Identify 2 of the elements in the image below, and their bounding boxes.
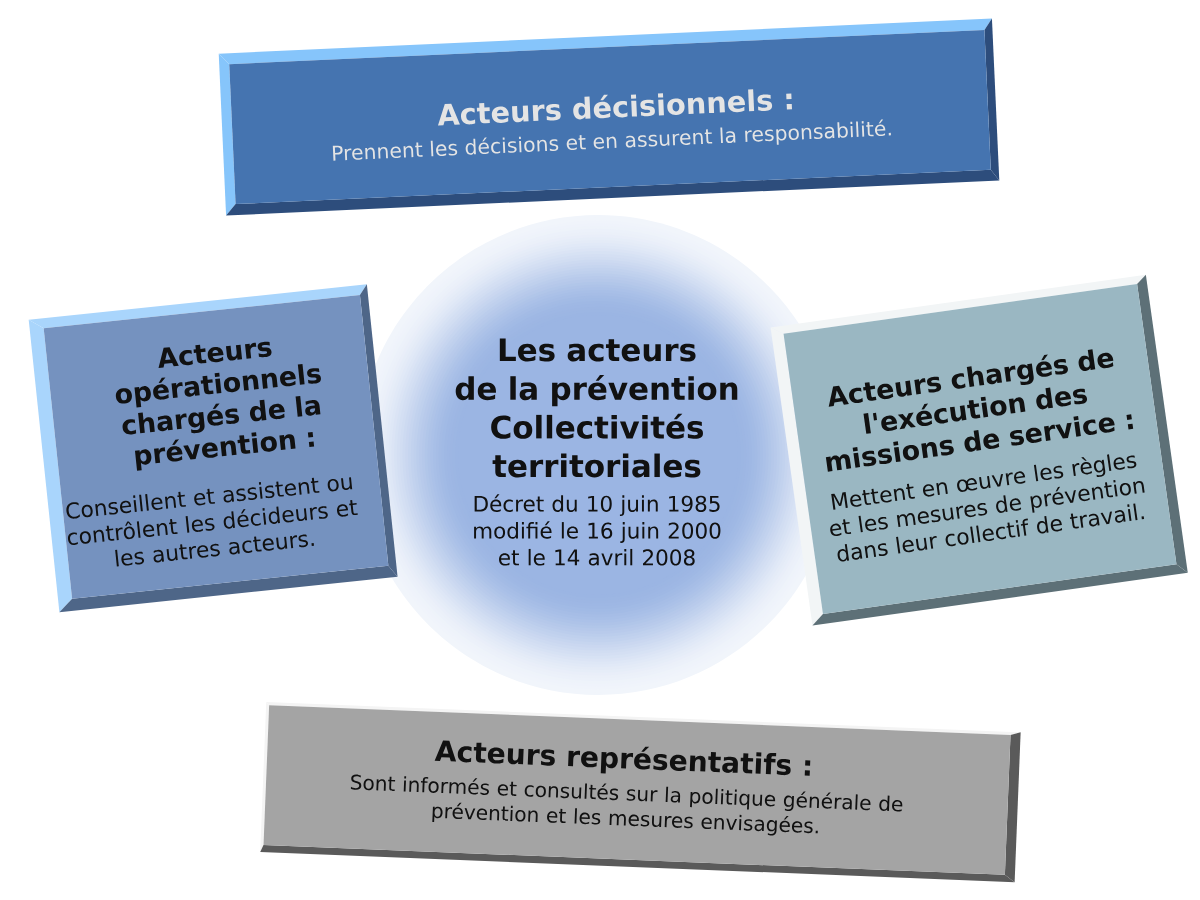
center-title: Les acteurs de la prévention Collectivités territoriales: [455, 338, 738, 478]
decree-text: Décret du 10 juin 1985 modifié le 16 juin 2000 et le 14 avril 2008: [474, 494, 721, 566]
